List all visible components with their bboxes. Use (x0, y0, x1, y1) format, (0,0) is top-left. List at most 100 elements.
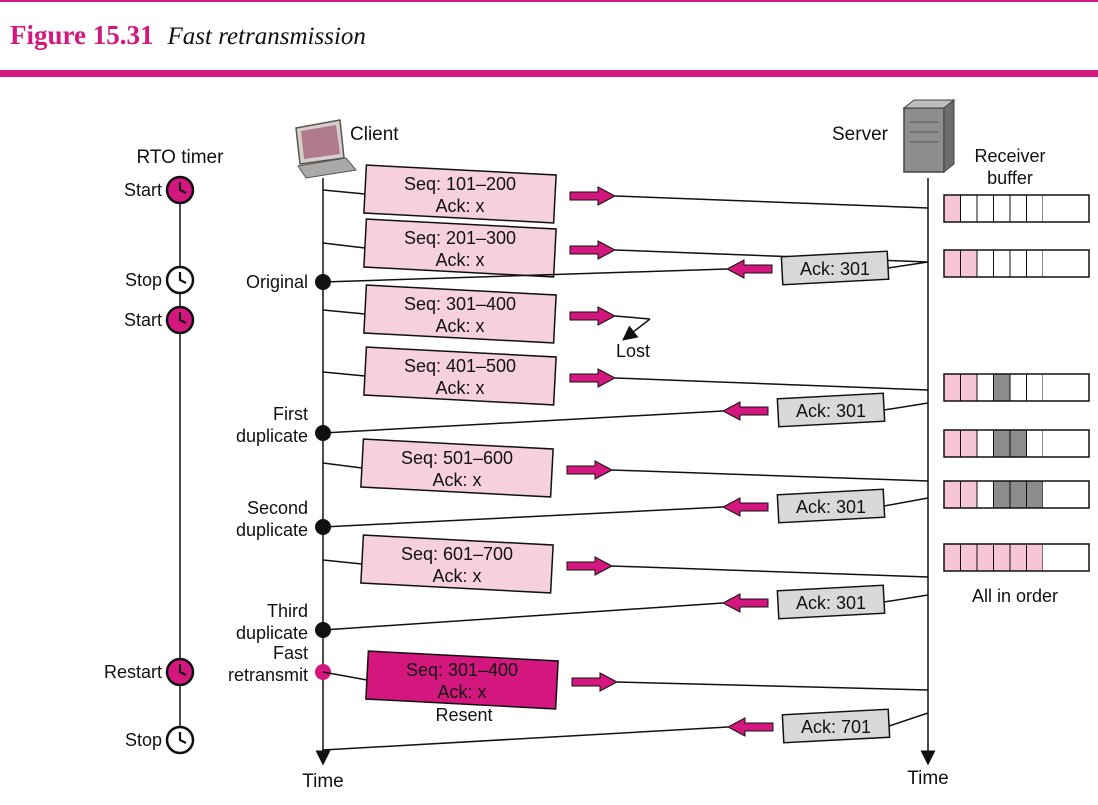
segment-ack-label: Ack: x (435, 250, 484, 270)
buffer-cell (976, 194, 994, 223)
header-rule (0, 70, 1098, 77)
arrow-right-icon (566, 460, 614, 480)
segment-ack-label: Ack: x (432, 470, 481, 490)
timer-event: Stop (125, 265, 195, 295)
buffer-cell (993, 429, 1011, 458)
event-label: Second (247, 498, 308, 518)
segment-seq-label: Seq: 401–500 (404, 356, 516, 376)
arrow-right-icon (569, 368, 617, 388)
buffer-cell (960, 480, 978, 509)
buffer-cell (1043, 195, 1089, 222)
buffer-cell (1026, 543, 1044, 572)
segment-ack-label: Ack: x (435, 316, 484, 336)
segment-seq-label: Seq: 501–600 (401, 448, 513, 468)
segment-seq-label: Seq: 301–400 (406, 660, 518, 680)
buffer-cell (993, 480, 1011, 509)
segment-ack-label: Ack: x (435, 196, 484, 216)
arrow-left-icon (725, 259, 773, 279)
event-label: First (273, 404, 308, 424)
buffer-state-6 (943, 543, 1090, 572)
resent-label: Resent (435, 705, 492, 725)
arrow-right-icon (569, 306, 617, 326)
event-label: duplicate (236, 623, 308, 643)
buffer-cell (993, 543, 1011, 572)
event-label: Original (246, 272, 308, 292)
arrow-left-icon (721, 401, 769, 421)
timer-event: Stop (125, 725, 195, 755)
laptop-icon (295, 119, 357, 179)
buffer-cell (976, 249, 994, 278)
buffer-outline (943, 194, 1090, 223)
ack-box (776, 584, 886, 620)
arrow-right-icon (566, 556, 614, 576)
buffer-cell (943, 429, 961, 458)
ack-label: Ack: 301 (800, 259, 870, 279)
buffer-cell (943, 543, 961, 572)
buffer-cell (976, 480, 994, 509)
segment-ack-label: Ack: x (437, 682, 486, 702)
segment-seq-label: Seq: 101–200 (404, 174, 516, 194)
figure-number: Figure 15.31 (10, 20, 154, 50)
buffer-state-4 (943, 429, 1090, 458)
ack-box (780, 250, 890, 286)
buffer-cell (976, 373, 994, 402)
buffer-cell (1026, 249, 1044, 278)
clock-hands (178, 732, 187, 744)
server-icon (902, 98, 956, 174)
timer-event-label: Restart (104, 662, 162, 682)
client-label: Client (350, 124, 399, 145)
ack-3: Ack: 301 (322, 488, 929, 528)
buffer-cell (1043, 544, 1089, 571)
buffer-outline (943, 480, 1090, 509)
buffer-cell (1026, 429, 1044, 458)
buffer-cell (960, 429, 978, 458)
server-label: Server (832, 124, 889, 145)
timer-event: Start (124, 305, 195, 335)
arrow-left-icon (721, 497, 769, 517)
arrow-left-icon (721, 593, 769, 613)
buffer-cell (1009, 429, 1027, 458)
buffer-cell (1043, 430, 1089, 457)
segment-seq-label: Seq: 601–700 (401, 544, 513, 564)
timer-event: Restart (104, 657, 195, 687)
event-label: Third (267, 601, 308, 621)
buffer-cell (960, 373, 978, 402)
buffer-cell (960, 194, 978, 223)
timer-event-label: Stop (125, 270, 162, 290)
segment-box (360, 534, 554, 594)
segment-box (365, 650, 559, 710)
receiver-buffer-label-line2: buffer (987, 168, 1033, 188)
buffer-cell (960, 249, 978, 278)
arrow-right-icon (571, 672, 619, 692)
segment-box (363, 164, 557, 224)
arrow-right-icon (569, 240, 617, 260)
buffer-state-5 (943, 480, 1090, 509)
ack-label: Ack: 701 (801, 717, 871, 737)
arrow-right-icon (569, 186, 617, 206)
segment-seq-label: Seq: 301–400 (404, 294, 516, 314)
buffer-cell (943, 249, 961, 278)
segment-box (363, 218, 557, 278)
server-time-label: Time (907, 768, 949, 789)
segment-box (360, 438, 554, 498)
buffer-state-2 (943, 249, 1090, 278)
ack-4: Ack: 301 (322, 584, 929, 631)
event-label: duplicate (236, 426, 308, 446)
ack-label: Ack: 301 (796, 401, 866, 421)
buffer-state-3 (943, 373, 1090, 402)
receiver-buffer-label-line1: Receiver (974, 146, 1045, 166)
buffer-cell (1009, 249, 1027, 278)
buffer-state-1 (943, 194, 1090, 223)
buffer-outline (943, 543, 1090, 572)
ack-label: Ack: 301 (796, 593, 866, 613)
timer-event: Start (124, 175, 195, 205)
buffer-cell (943, 373, 961, 402)
timer-event-label: Stop (125, 730, 162, 750)
segment-seq-label: Seq: 201–300 (404, 228, 516, 248)
